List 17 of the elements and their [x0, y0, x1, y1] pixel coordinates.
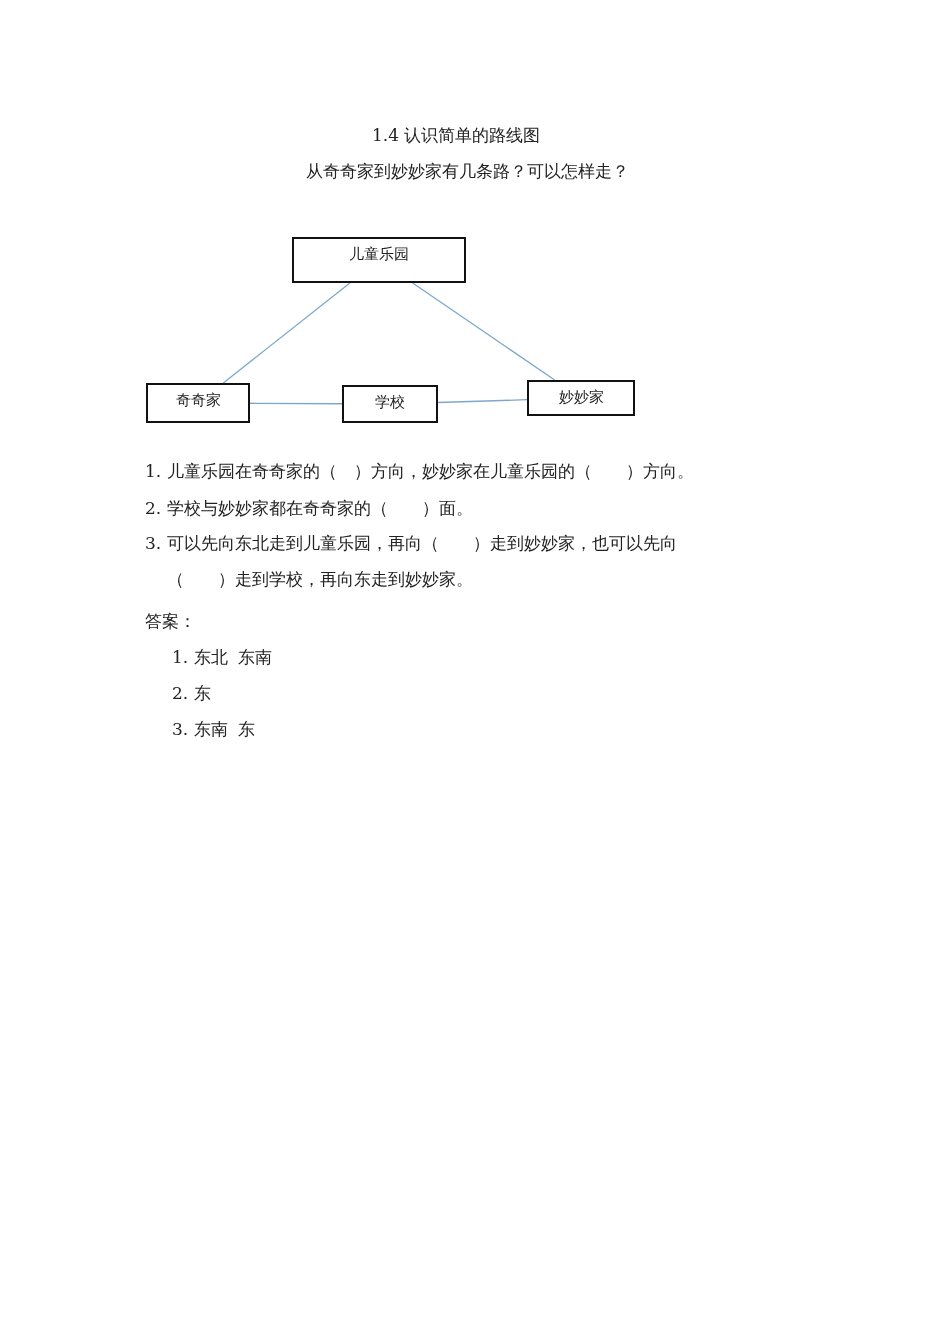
place-box: 儿童乐园: [292, 237, 466, 283]
answer-text: 3. 东南 东: [172, 718, 256, 741]
route-line: [412, 282, 556, 381]
place-box: 学校: [342, 385, 438, 423]
place-box: 妙妙家: [527, 380, 635, 416]
answer-text: 1. 东北 东南: [172, 646, 273, 669]
question-text: 1. 儿童乐园在奇奇家的（ ）方向，妙妙家在儿童乐园的（ ）方向。: [145, 460, 694, 483]
answer-text: 2. 东: [172, 682, 211, 705]
place-box: 奇奇家: [146, 383, 250, 423]
question-text: 3. 可以先向东北走到儿童乐园，再向（ ）走到妙妙家，也可以先向（ ）走到学校，再向东走到妙妙家。: [145, 532, 678, 591]
question-text: 2. 学校与妙妙家都在奇奇家的（ ）面。: [145, 497, 473, 520]
subtitle: 从奇奇家到妙妙家有几条路？可以怎样走？: [306, 160, 629, 183]
title: 1.4 认识简单的路线图: [372, 124, 541, 147]
answer-heading: 答案：: [145, 610, 196, 633]
route-line: [222, 282, 351, 384]
route-line: [249, 402, 343, 405]
route-line: [437, 399, 528, 404]
